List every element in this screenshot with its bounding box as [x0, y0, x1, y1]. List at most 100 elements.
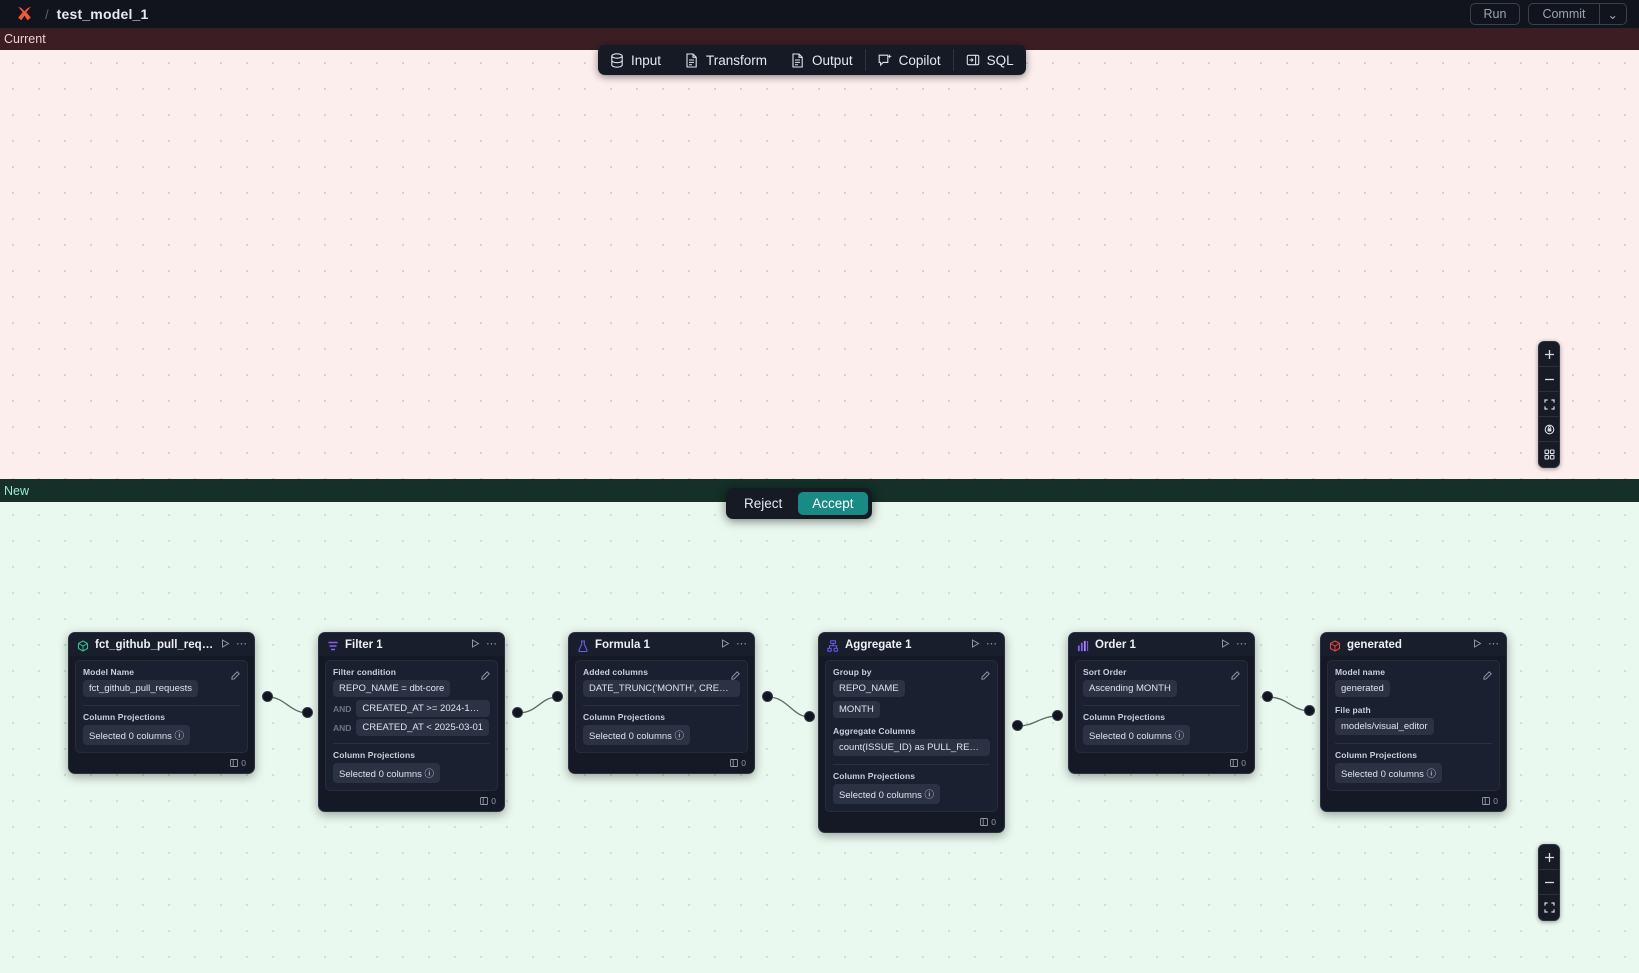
- lock-icon[interactable]: [1539, 417, 1559, 442]
- run-node-icon[interactable]: [721, 638, 730, 651]
- node-port[interactable]: [302, 707, 313, 718]
- node-menu-icon[interactable]: ⋯: [986, 638, 997, 650]
- node-header[interactable]: fct_github_pull_requests ⋯: [69, 633, 254, 656]
- node-port[interactable]: [1262, 691, 1273, 702]
- node-card[interactable]: fct_github_pull_requests ⋯ Model Name fc…: [68, 632, 255, 774]
- node-port[interactable]: [1012, 720, 1023, 731]
- value-chip[interactable]: generated: [1335, 680, 1390, 698]
- minimap-icon[interactable]: [1539, 442, 1559, 467]
- app-logo-icon[interactable]: [13, 4, 35, 24]
- fit-view-icon[interactable]: [1539, 392, 1559, 417]
- node-title: Formula 1: [595, 638, 650, 651]
- value-chip[interactable]: Selected 0 columns ⓘ: [1083, 725, 1191, 745]
- commit-button[interactable]: Commit: [1528, 3, 1599, 25]
- node-footer: 0: [69, 756, 254, 773]
- columns-icon: [1230, 759, 1239, 767]
- node-card[interactable]: Order 1 ⋯ Sort Order Ascending MONTH Col…: [1068, 632, 1255, 774]
- value-chip[interactable]: Selected 0 columns ⓘ: [833, 784, 941, 804]
- model-cube-icon: [77, 639, 89, 652]
- tab-copilot[interactable]: Copilot: [866, 45, 953, 75]
- node-port[interactable]: [552, 691, 563, 702]
- value-chip[interactable]: REPO_NAME = dbt-core: [333, 680, 451, 698]
- node-header[interactable]: Filter 1 ⋯: [319, 633, 504, 656]
- node-menu-icon[interactable]: ⋯: [1236, 638, 1247, 650]
- node-port[interactable]: [1052, 710, 1063, 721]
- value-chip[interactable]: CREATED_AT < 2025-03-01: [356, 719, 490, 736]
- commit-split-button: Commit ⌄: [1528, 3, 1627, 25]
- node-menu-icon[interactable]: ⋯: [736, 638, 747, 650]
- zoom-out-icon[interactable]: [1539, 367, 1559, 392]
- run-node-icon[interactable]: [1221, 638, 1230, 651]
- node-footer: 0: [819, 815, 1004, 832]
- value-chip[interactable]: Selected 0 columns ⓘ: [333, 763, 441, 783]
- node-body: Added columns DATE_TRUNC('MONTH', CREATE…: [575, 660, 748, 753]
- edit-pencil-icon[interactable]: [981, 667, 990, 680]
- value-chip[interactable]: CREATED_AT >= 2024-12-01: [356, 700, 490, 717]
- field-label: Filter condition: [333, 667, 396, 677]
- tab-transform[interactable]: Transform: [673, 45, 779, 75]
- edit-pencil-icon[interactable]: [1483, 667, 1492, 680]
- canvas-new[interactable]: fct_github_pull_requests ⋯ Model Name fc…: [0, 502, 1639, 973]
- reject-button[interactable]: Reject: [730, 492, 796, 515]
- run-node-icon[interactable]: [221, 638, 230, 651]
- node-card[interactable]: generated ⋯ Model name generated File pa…: [1320, 632, 1507, 812]
- node-card[interactable]: Formula 1 ⋯ Added columns DATE_TRUNC('MO…: [568, 632, 755, 774]
- accept-button[interactable]: Accept: [798, 492, 868, 515]
- value-chip[interactable]: DATE_TRUNC('MONTH', CREATED_AT…: [583, 680, 740, 698]
- node-column-count: 0: [1493, 796, 1498, 806]
- run-node-icon[interactable]: [971, 638, 980, 651]
- divider: [1335, 743, 1492, 744]
- value-chip[interactable]: models/visual_editor: [1335, 718, 1434, 736]
- tab-sql[interactable]: SQL: [954, 45, 1026, 75]
- edit-pencil-icon[interactable]: [481, 667, 490, 680]
- field-label: Added columns: [583, 667, 649, 677]
- document-icon: [685, 52, 699, 68]
- value-chip[interactable]: Selected 0 columns ⓘ: [583, 725, 691, 745]
- condition-conjunction: AND: [333, 703, 352, 714]
- fit-view-icon[interactable]: [1539, 895, 1559, 920]
- value-chip[interactable]: count(ISSUE_ID) as PULL_REQUEST_…: [833, 739, 990, 757]
- divider: [333, 743, 490, 744]
- columns-icon: [1482, 797, 1491, 805]
- run-node-icon[interactable]: [471, 638, 480, 651]
- node-card[interactable]: Filter 1 ⋯ Filter condition REPO_NAME = …: [318, 632, 505, 812]
- value-chip[interactable]: Selected 0 columns ⓘ: [1335, 763, 1443, 783]
- node-port[interactable]: [1304, 705, 1315, 716]
- edit-pencil-icon[interactable]: [731, 667, 740, 680]
- divider: [952, 49, 954, 71]
- canvas-current[interactable]: [0, 50, 1639, 479]
- tab-transform-label: Transform: [706, 52, 768, 68]
- node-header[interactable]: Order 1 ⋯: [1069, 633, 1254, 656]
- chevron-down-icon[interactable]: ⌄: [1598, 3, 1627, 25]
- tab-input-label: Input: [631, 52, 662, 68]
- node-menu-icon[interactable]: ⋯: [236, 638, 247, 650]
- divider: [1083, 705, 1240, 706]
- zoom-out-icon[interactable]: [1539, 870, 1559, 895]
- node-port[interactable]: [762, 691, 773, 702]
- node-port[interactable]: [512, 707, 523, 718]
- edit-pencil-icon[interactable]: [1231, 667, 1240, 680]
- node-menu-icon[interactable]: ⋯: [1488, 638, 1499, 650]
- value-chip[interactable]: Selected 0 columns ⓘ: [83, 725, 191, 745]
- node-title: Filter 1: [345, 638, 383, 651]
- value-chip[interactable]: MONTH: [833, 701, 880, 719]
- node-header[interactable]: generated ⋯: [1321, 633, 1506, 656]
- zoom-in-icon[interactable]: [1539, 342, 1559, 367]
- node-port[interactable]: [804, 711, 815, 722]
- value-chip[interactable]: fct_github_pull_requests: [83, 680, 198, 698]
- node-header[interactable]: Formula 1 ⋯: [569, 633, 754, 656]
- canvas-zoom-controls-new: [1538, 844, 1560, 921]
- value-chip[interactable]: REPO_NAME: [833, 680, 905, 698]
- tab-output[interactable]: Output: [779, 45, 865, 75]
- run-button[interactable]: Run: [1469, 3, 1521, 25]
- edit-pencil-icon[interactable]: [231, 667, 240, 680]
- node-port[interactable]: [262, 691, 273, 702]
- tab-input[interactable]: Input: [598, 45, 673, 75]
- run-node-icon[interactable]: [1473, 638, 1482, 651]
- node-card[interactable]: Aggregate 1 ⋯ Group by REPO_NAME MONTH A…: [818, 632, 1005, 833]
- node-header[interactable]: Aggregate 1 ⋯: [819, 633, 1004, 656]
- node-menu-icon[interactable]: ⋯: [486, 638, 497, 650]
- node-column-count: 0: [741, 758, 746, 768]
- value-chip[interactable]: Ascending MONTH: [1083, 680, 1177, 698]
- zoom-in-icon[interactable]: [1539, 845, 1559, 870]
